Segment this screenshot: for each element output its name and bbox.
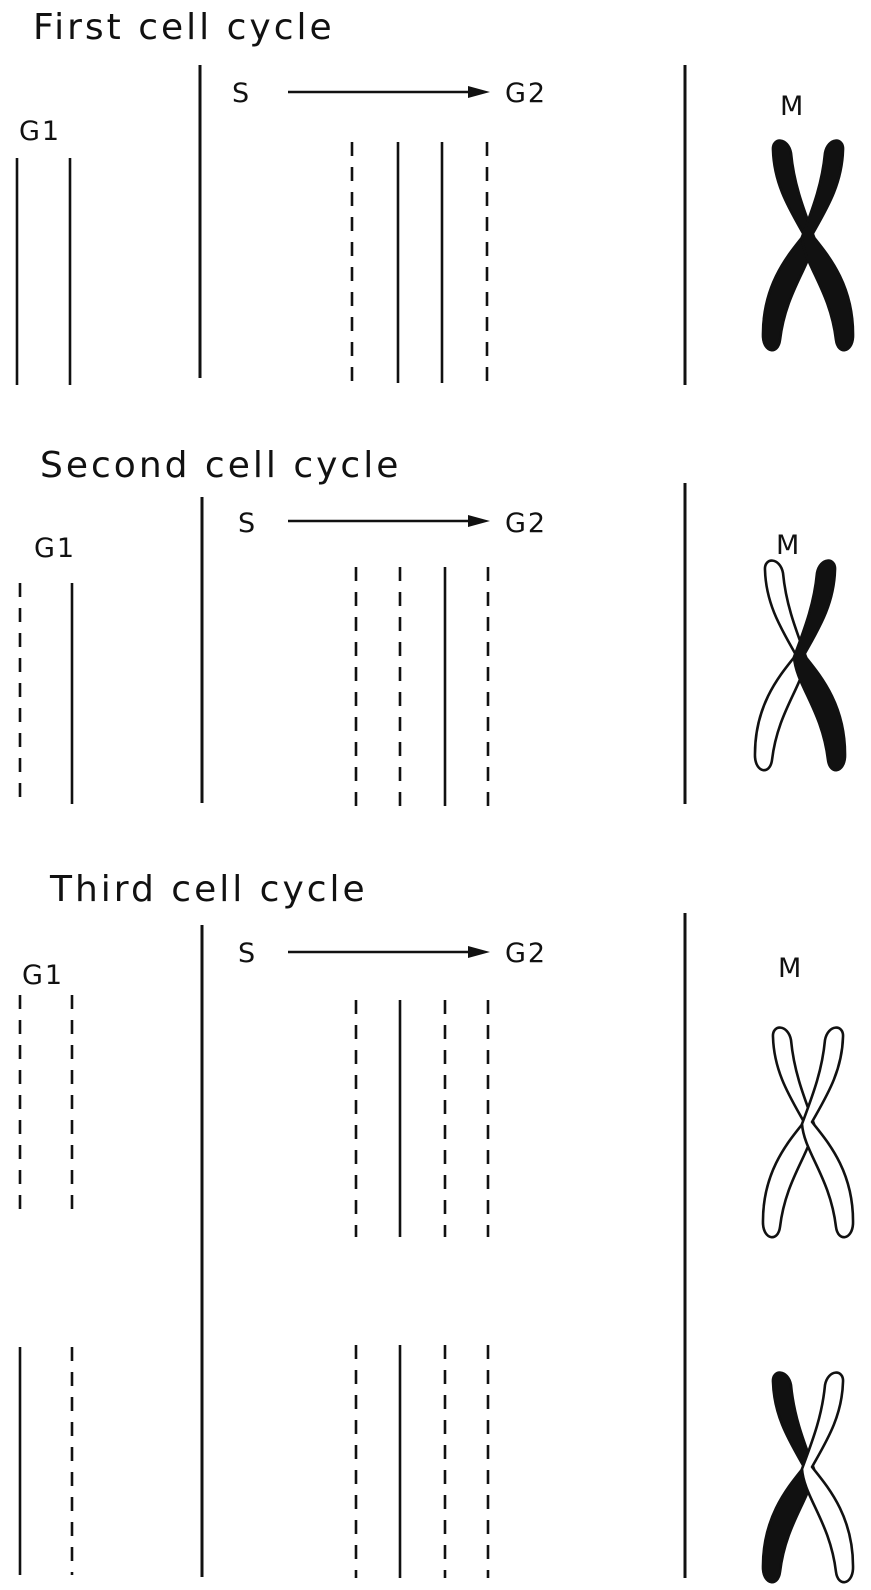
cycle-2-chromosome-1-right-chromatid [794, 561, 845, 771]
cycle-1-arrow-head [468, 86, 490, 98]
cycle-3-chromosome-1-right-chromatid [802, 1028, 853, 1238]
cycle-3-arrow-head [468, 946, 490, 958]
cycle-2-arrow-head [468, 515, 490, 527]
cycle-3-chromosome-2-right-chromatid [802, 1373, 853, 1583]
cycle-1-chromosome-1-right-chromatid [802, 141, 853, 351]
